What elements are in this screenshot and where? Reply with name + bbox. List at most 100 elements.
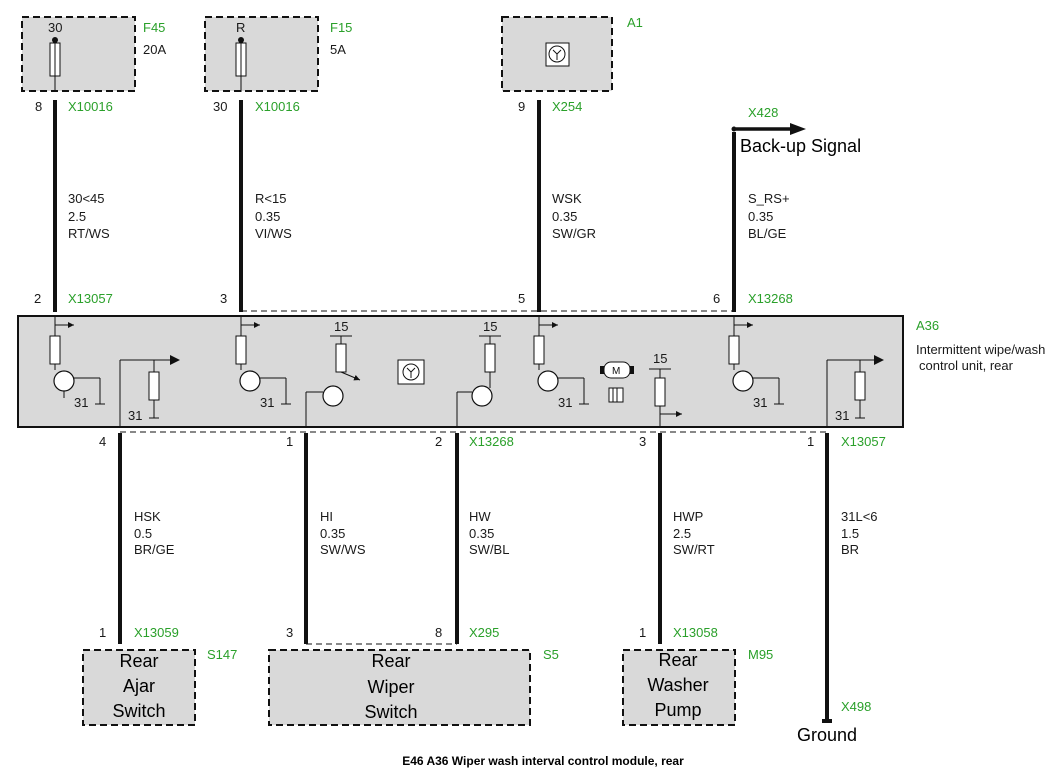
svg-text:30<45: 30<45 bbox=[68, 191, 105, 206]
svg-text:4: 4 bbox=[99, 434, 106, 449]
svg-text:15: 15 bbox=[653, 351, 667, 366]
switch-s5: Rear Wiper Switch S5 bbox=[268, 647, 559, 726]
svg-text:2: 2 bbox=[34, 291, 41, 306]
svg-text:SW/BL: SW/BL bbox=[469, 542, 509, 557]
backup-signal-label: Back-up Signal bbox=[740, 136, 861, 156]
svg-text:M95: M95 bbox=[748, 647, 773, 662]
svg-text:BR/GE: BR/GE bbox=[134, 542, 175, 557]
svg-text:SW/RT: SW/RT bbox=[673, 542, 715, 557]
svg-text:31: 31 bbox=[128, 408, 142, 423]
pin-label: 30 bbox=[213, 99, 227, 114]
svg-text:BL/GE: BL/GE bbox=[748, 226, 787, 241]
f15-terminal-label: R bbox=[236, 20, 245, 35]
svg-text:0.35: 0.35 bbox=[748, 209, 773, 224]
fuse-f45: 30 F45 20A bbox=[21, 16, 166, 92]
pin-label: 9 bbox=[518, 99, 525, 114]
backup-signal: X428 Back-up Signal bbox=[731, 105, 861, 156]
diagram-caption: E46 A36 Wiper wash interval control modu… bbox=[402, 754, 684, 768]
svg-text:1.5: 1.5 bbox=[841, 526, 859, 541]
component-a1: A1 bbox=[501, 15, 643, 92]
f15-rating: 5A bbox=[330, 42, 346, 57]
svg-text:X13057: X13057 bbox=[841, 434, 886, 449]
svg-text:5: 5 bbox=[518, 291, 525, 306]
svg-text:R<15: R<15 bbox=[255, 191, 286, 206]
switch-s147: Rear Ajar Switch S147 bbox=[82, 647, 237, 726]
svg-text:31: 31 bbox=[260, 395, 274, 410]
svg-text:0.35: 0.35 bbox=[469, 526, 494, 541]
svg-text:3: 3 bbox=[220, 291, 227, 306]
svg-text:X13058: X13058 bbox=[673, 625, 718, 640]
svg-text:31L<6: 31L<6 bbox=[841, 509, 878, 524]
svg-text:1: 1 bbox=[807, 434, 814, 449]
ground: X498 Ground bbox=[797, 699, 871, 745]
module-top-pins: 2 X13057 3 5 6 X13268 bbox=[34, 291, 793, 306]
svg-text:31: 31 bbox=[753, 395, 767, 410]
svg-text:X13268: X13268 bbox=[469, 434, 514, 449]
svg-text:15: 15 bbox=[334, 319, 348, 334]
svg-text:1: 1 bbox=[286, 434, 293, 449]
connector-label: X10016 bbox=[68, 99, 113, 114]
svg-text:S147: S147 bbox=[207, 647, 237, 662]
svg-text:S_RS+: S_RS+ bbox=[748, 191, 790, 206]
svg-text:8: 8 bbox=[435, 625, 442, 640]
svg-text:Rear: Rear bbox=[658, 650, 697, 670]
svg-text:BR: BR bbox=[841, 542, 859, 557]
bottom-wire-labels: HSK 0.5 BR/GE HI 0.35 SW/WS HW 0.35 SW/B… bbox=[134, 509, 878, 557]
svg-text:2.5: 2.5 bbox=[68, 209, 86, 224]
svg-text:RT/WS: RT/WS bbox=[68, 226, 110, 241]
svg-text:VI/WS: VI/WS bbox=[255, 226, 292, 241]
module-internals: 31 31 31 15 15 bbox=[49, 316, 884, 427]
a36-description: Intermittent wipe/wash bbox=[916, 342, 1045, 357]
module-bottom-pins: 4 1 2 X13268 3 1 X13057 bbox=[99, 434, 886, 449]
svg-text:15: 15 bbox=[483, 319, 497, 334]
svg-text:0.35: 0.35 bbox=[320, 526, 345, 541]
pin-label: 8 bbox=[35, 99, 42, 114]
svg-text:X13268: X13268 bbox=[748, 291, 793, 306]
f45-rating: 20A bbox=[143, 42, 166, 57]
svg-text:Pump: Pump bbox=[654, 700, 701, 720]
svg-text:M: M bbox=[612, 366, 620, 377]
x428-label: X428 bbox=[748, 105, 778, 120]
connector-label: X254 bbox=[552, 99, 582, 114]
svg-text:SW/WS: SW/WS bbox=[320, 542, 366, 557]
svg-text:31: 31 bbox=[74, 395, 88, 410]
svg-text:Ground: Ground bbox=[797, 725, 857, 745]
svg-text:SW/GR: SW/GR bbox=[552, 226, 596, 241]
svg-text:2.5: 2.5 bbox=[673, 526, 691, 541]
svg-text:0.5: 0.5 bbox=[134, 526, 152, 541]
svg-text:Ajar: Ajar bbox=[123, 676, 155, 696]
a36-id: A36 bbox=[916, 318, 939, 333]
connector-label: X10016 bbox=[255, 99, 300, 114]
svg-text:31: 31 bbox=[558, 395, 572, 410]
svg-text:WSK: WSK bbox=[552, 191, 582, 206]
svg-text:HSK: HSK bbox=[134, 509, 161, 524]
svg-text:HWP: HWP bbox=[673, 509, 703, 524]
svg-text:3: 3 bbox=[639, 434, 646, 449]
svg-text:2: 2 bbox=[435, 434, 442, 449]
fuse-f15: R F15 5A bbox=[204, 16, 352, 92]
svg-text:X295: X295 bbox=[469, 625, 499, 640]
svg-text:0.35: 0.35 bbox=[552, 209, 577, 224]
svg-text:3: 3 bbox=[286, 625, 293, 640]
svg-text:0.35: 0.35 bbox=[255, 209, 280, 224]
svg-text:6: 6 bbox=[713, 291, 720, 306]
f45-id: F45 bbox=[143, 20, 165, 35]
pump-m95: Rear Washer Pump M95 bbox=[622, 647, 773, 726]
svg-text:HI: HI bbox=[320, 509, 333, 524]
bottom-connector-labels: 1 X13059 3 8 X295 1 X13058 bbox=[99, 625, 718, 640]
module-a36 bbox=[17, 315, 904, 428]
svg-text:31: 31 bbox=[835, 408, 849, 423]
svg-text:Switch: Switch bbox=[112, 701, 165, 721]
svg-text:X13057: X13057 bbox=[68, 291, 113, 306]
svg-text:1: 1 bbox=[99, 625, 106, 640]
svg-text:X13059: X13059 bbox=[134, 625, 179, 640]
a1-id: A1 bbox=[627, 15, 643, 30]
a36-description-2: control unit, rear bbox=[919, 358, 1014, 373]
top-wire-labels: 30<45 2.5 RT/WS R<15 0.35 VI/WS WSK 0.35… bbox=[68, 191, 790, 241]
svg-text:S5: S5 bbox=[543, 647, 559, 662]
f15-id: F15 bbox=[330, 20, 352, 35]
svg-text:Switch: Switch bbox=[364, 702, 417, 722]
svg-text:X498: X498 bbox=[841, 699, 871, 714]
svg-text:HW: HW bbox=[469, 509, 491, 524]
